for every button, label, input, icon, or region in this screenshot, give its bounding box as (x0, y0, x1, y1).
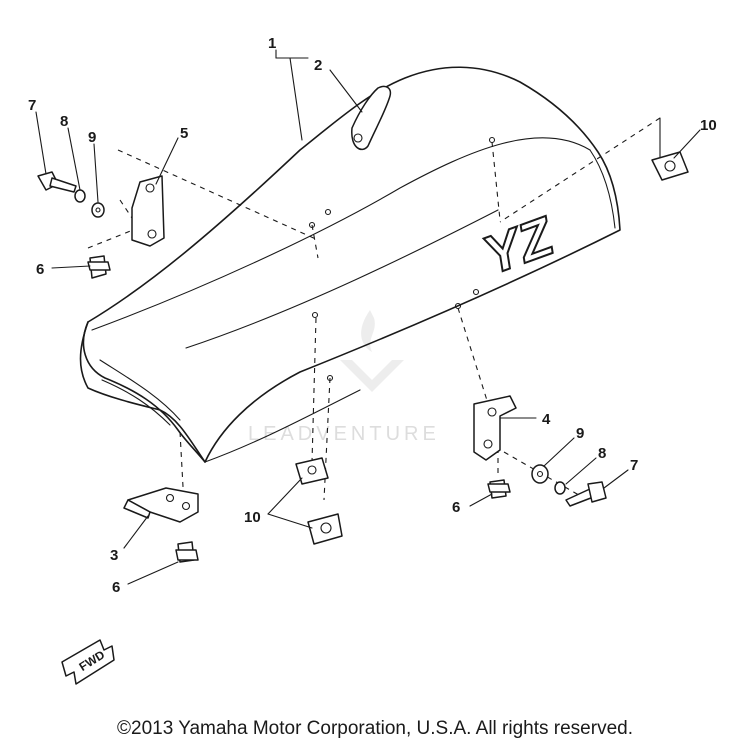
callout-7-left: 7 (28, 97, 36, 114)
part-10-nut (651, 151, 689, 181)
callout-5: 5 (180, 125, 188, 142)
seat-body (79, 66, 621, 463)
callout-9-right: 9 (576, 425, 584, 442)
assembly-lines (87, 117, 661, 506)
part-7-bolt (37, 171, 77, 193)
part-5-bracket (131, 175, 165, 247)
leader-lines (35, 49, 701, 585)
front-arrow-icon: FWD (61, 639, 115, 685)
callout-6-right: 6 (452, 499, 460, 516)
part-3-bracket (123, 487, 199, 523)
callout-7-right: 7 (630, 457, 638, 474)
part-9-washer (91, 202, 105, 218)
part-8-washer-right (554, 481, 566, 495)
callout-8-right: 8 (598, 445, 606, 462)
part-6-bolt (87, 255, 111, 279)
copyright-notice: ©2013 Yamaha Motor Corporation, U.S.A. A… (117, 718, 633, 739)
part-9-washer-right (531, 464, 549, 484)
part-2-strap (351, 85, 392, 151)
part-7-bolt-right (565, 481, 607, 507)
part-10-nut-bottom-a (295, 457, 329, 485)
callout-3: 3 (110, 547, 118, 564)
seat-logo: YZ (476, 206, 563, 287)
flame-logo-watermark-icon (340, 310, 404, 392)
part-8-washer (74, 189, 86, 203)
callout-9-left: 9 (88, 129, 96, 146)
part-6-bolt-bottom (175, 541, 199, 563)
callout-6-bottom: 6 (112, 579, 120, 596)
callout-2: 2 (314, 57, 322, 74)
callout-6-left: 6 (36, 261, 44, 278)
part-6-bolt-right (487, 479, 511, 499)
callout-8-left: 8 (60, 113, 68, 130)
callout-4: 4 (542, 411, 551, 428)
part-10-nut-bottom-b (307, 513, 343, 545)
part-4-bracket (473, 395, 517, 461)
callout-1: 1 (268, 35, 276, 52)
watermark-text: LEADVENTURE (248, 423, 440, 445)
callout-10-bottom: 10 (244, 509, 261, 526)
callout-10-top: 10 (700, 117, 717, 134)
